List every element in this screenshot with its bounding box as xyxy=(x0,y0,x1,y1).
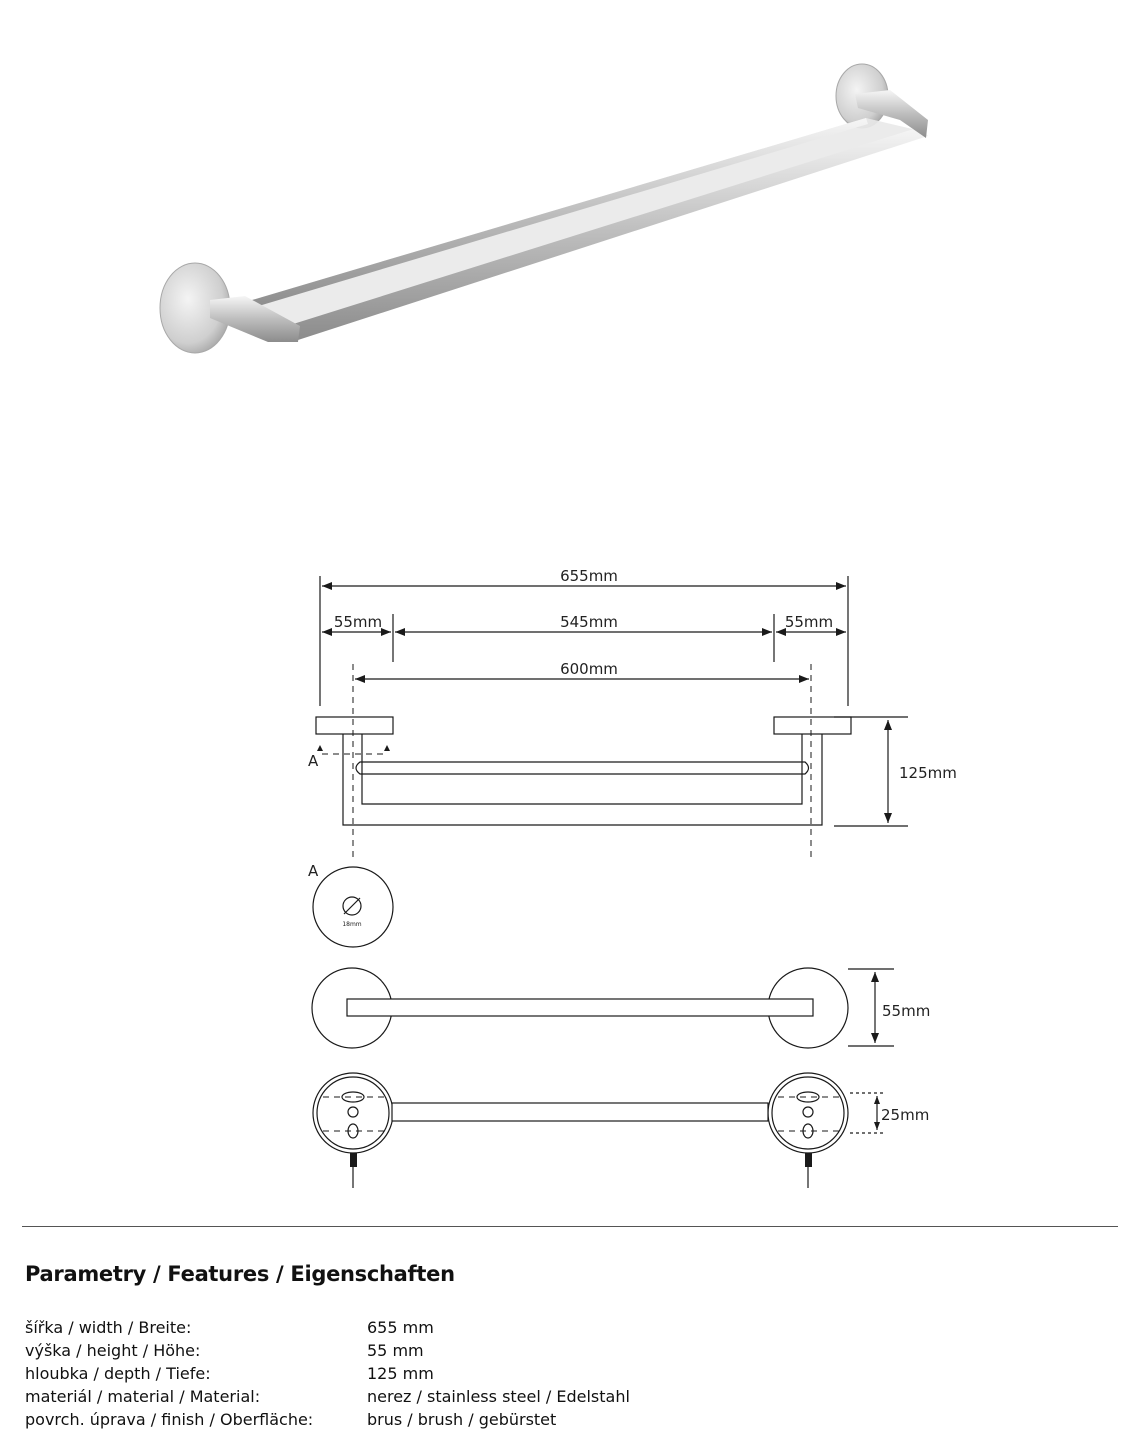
dim-mount-spacing: 600mm xyxy=(560,660,618,678)
product-photo xyxy=(159,63,928,354)
spec-label: výška / height / Höhe: xyxy=(25,1341,201,1360)
dim-flange-height: 55mm xyxy=(882,1002,930,1020)
spec-label: materiál / material / Material: xyxy=(25,1387,261,1406)
dim-center-span: 545mm xyxy=(560,613,618,631)
spec-value: brus / brush / gebürstet xyxy=(367,1410,557,1429)
spec-value: nerez / stainless steel / Edelstahl xyxy=(367,1387,630,1406)
spec-label: hloubka / depth / Tiefe: xyxy=(25,1364,211,1383)
dim-overall-width: 655mm xyxy=(560,567,618,585)
spec-label: šířka / width / Breite: xyxy=(25,1318,192,1337)
dim-bracket-height: 25mm xyxy=(881,1106,929,1124)
section-divider xyxy=(22,1226,1118,1227)
spec-value: 125 mm xyxy=(367,1364,434,1383)
technical-drawing: 655mm 55mm 545mm 55mm 600mm 125mm A A 18… xyxy=(308,567,957,1188)
spec-row-height: výška / height / Höhe: 55 mm xyxy=(25,1339,630,1362)
towel-rail-image xyxy=(159,63,928,354)
spec-value: 655 mm xyxy=(367,1318,434,1337)
spec-table: šířka / width / Breite: 655 mm výška / h… xyxy=(25,1316,630,1431)
spec-row-finish: povrch. úprava / finish / Oberfläche: br… xyxy=(25,1408,630,1431)
section-mark: A xyxy=(308,752,319,770)
dim-tube-diameter: 18mm xyxy=(342,921,361,928)
features-title: Parametry / Features / Eigenschaften xyxy=(25,1262,455,1286)
dim-depth: 125mm xyxy=(899,764,957,782)
spec-row-width: šířka / width / Breite: 655 mm xyxy=(25,1316,630,1339)
dim-right-flange: 55mm xyxy=(785,613,833,631)
spec-row-depth: hloubka / depth / Tiefe: 125 mm xyxy=(25,1362,630,1385)
spec-value: 55 mm xyxy=(367,1341,424,1360)
spec-row-material: materiál / material / Material: nerez / … xyxy=(25,1385,630,1408)
dim-left-flange: 55mm xyxy=(334,613,382,631)
detail-label: A xyxy=(308,862,319,880)
spec-label: povrch. úprava / finish / Oberfläche: xyxy=(25,1410,314,1429)
